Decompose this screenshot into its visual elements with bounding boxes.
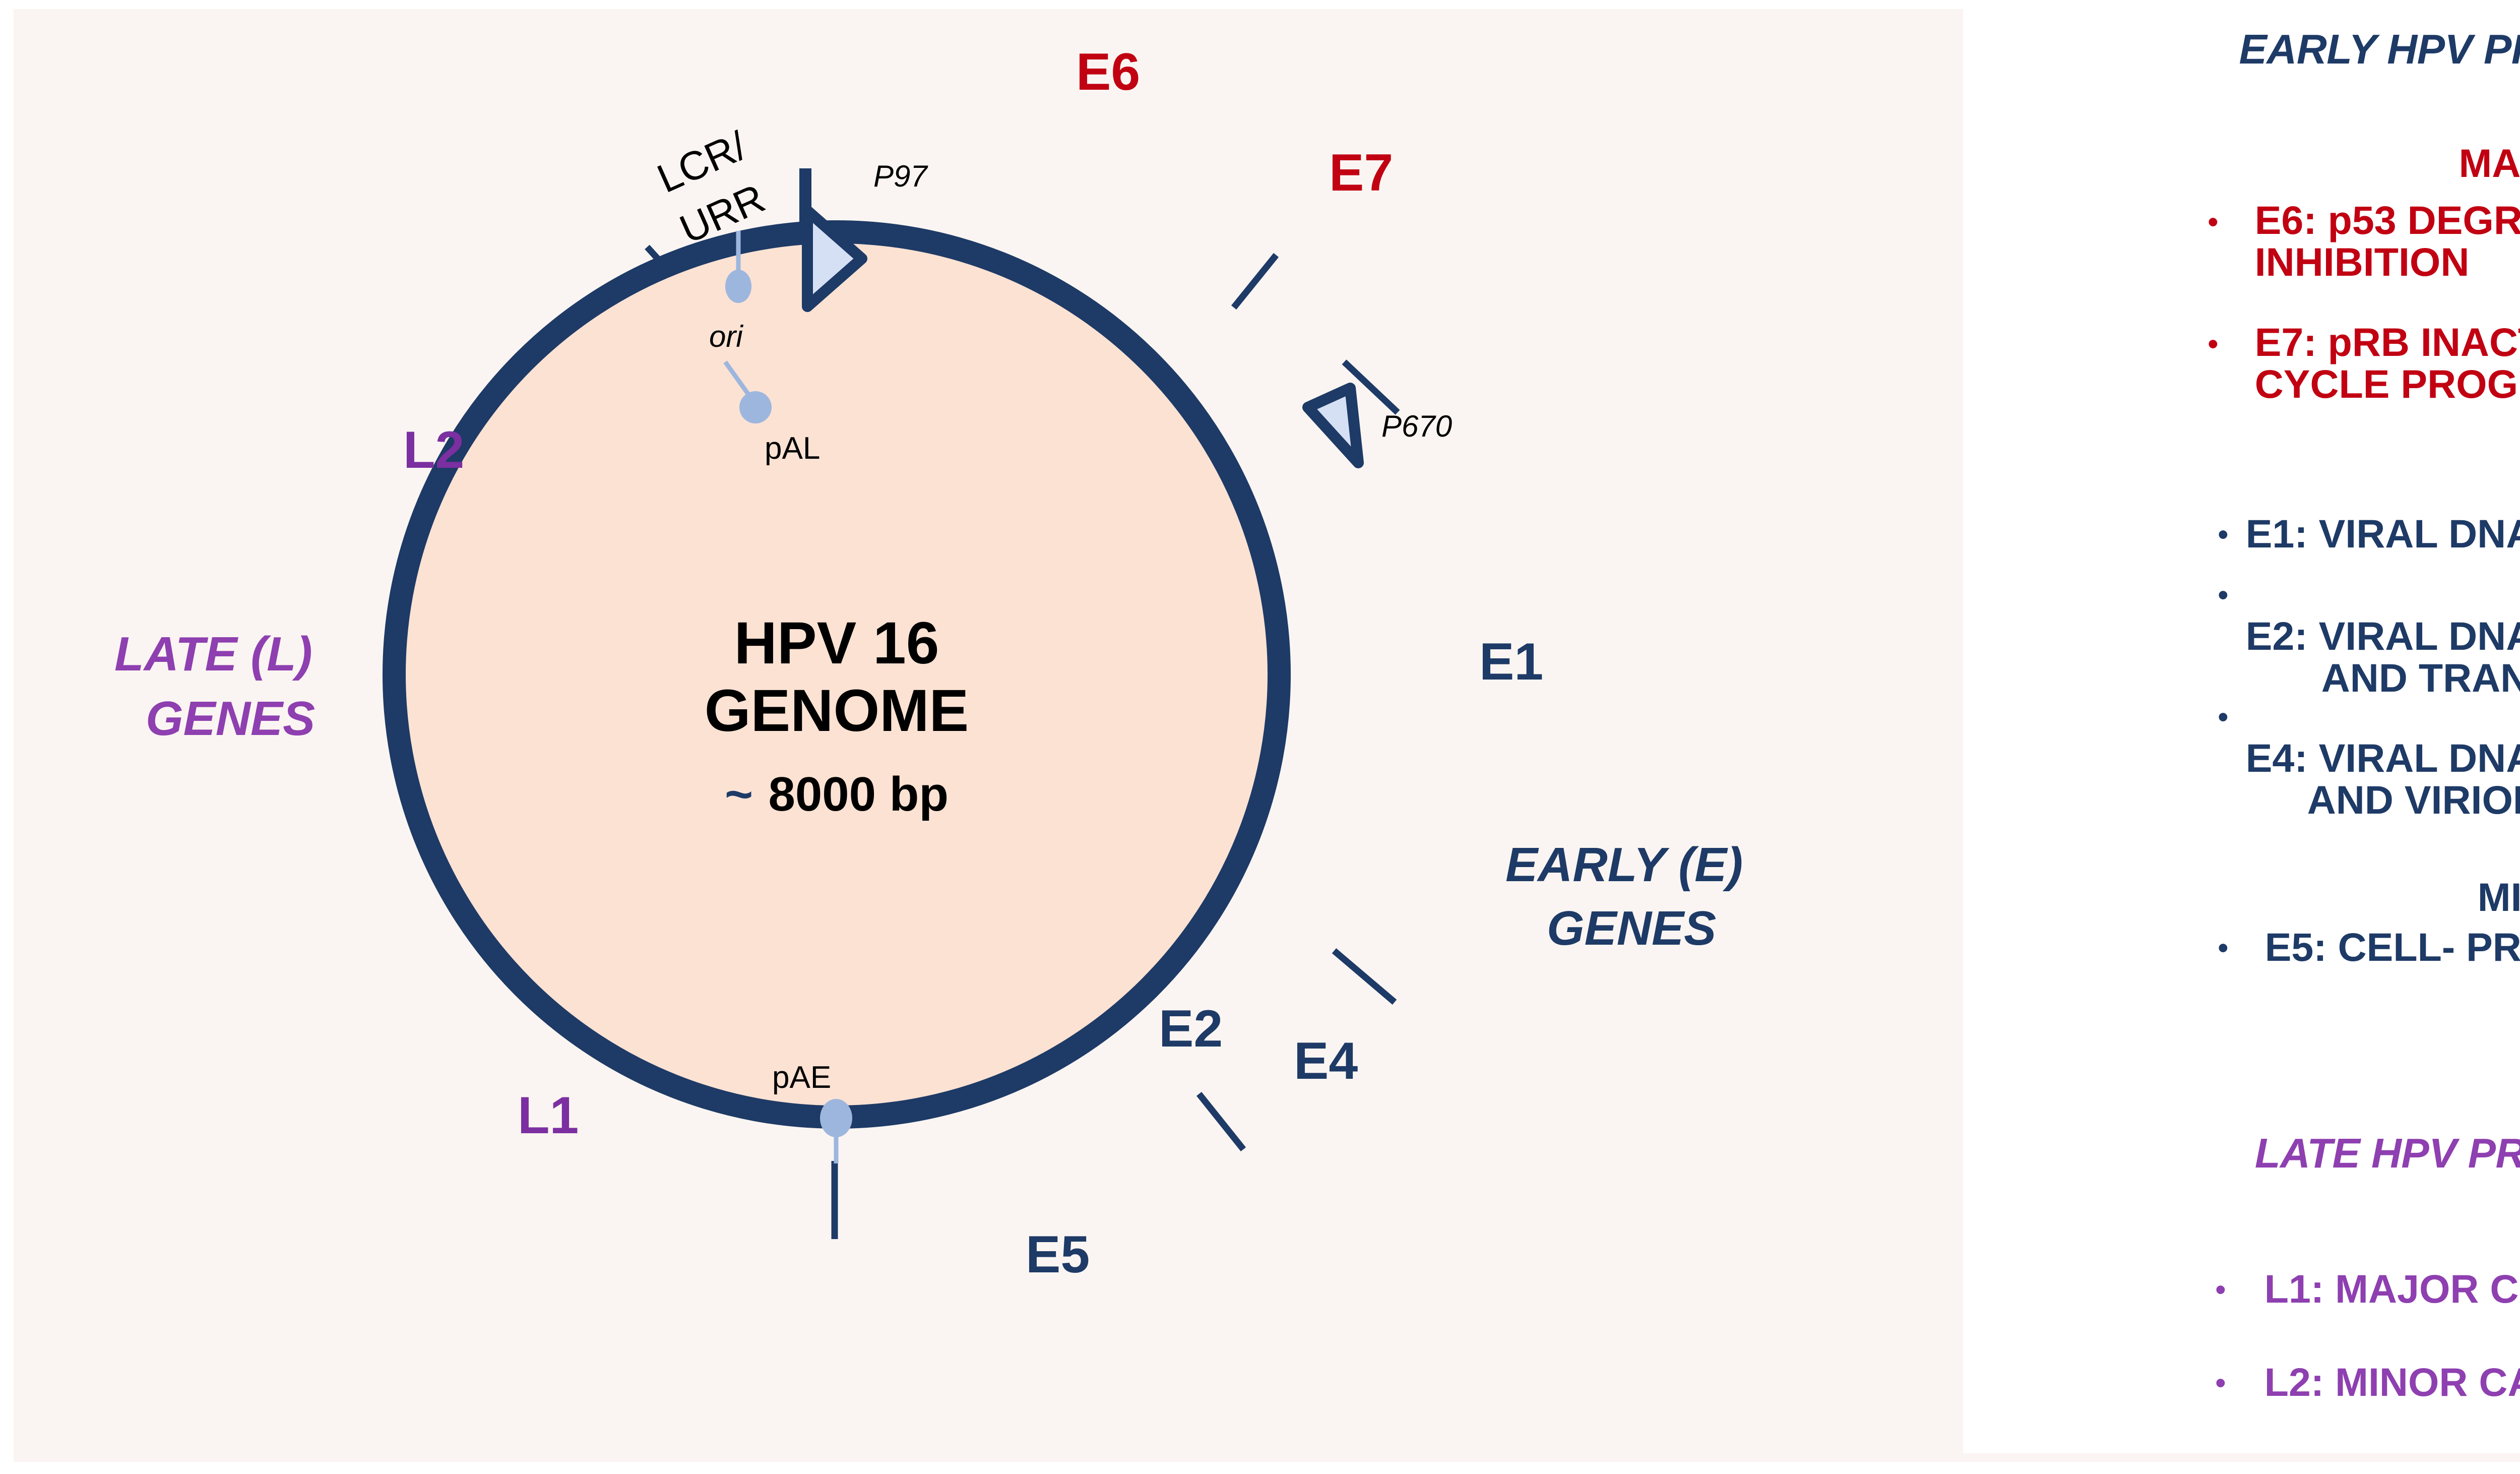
list-item-e2: • E2: VIRAL DNA REPLICATION AND TRANSCRI… xyxy=(2218,574,2520,741)
bullet-icon: • xyxy=(2215,1366,2226,1400)
p670-label: P670 xyxy=(1381,409,1452,443)
genome-title-line2: GENOME xyxy=(705,678,969,744)
bullet-icon: • xyxy=(2215,1272,2226,1307)
list-item-e1-text: E1: VIRAL DNA REPLICATION xyxy=(2245,511,2520,556)
p97-promoter-arrow xyxy=(799,168,867,312)
minor-oncoprotein-title: MINOR ONCOPROTEIN xyxy=(2477,875,2520,919)
hpv-genome-diagram: LCR/ URR P97 P670 ori pAL pAE E6 E7 E1 E… xyxy=(14,9,1963,1462)
genome-title-line1: HPV 16 xyxy=(734,610,939,677)
ori-marker xyxy=(725,231,751,303)
ori-label: ori xyxy=(709,320,743,353)
list-item-l2: • L2: MINOR CAPSID PROTEIN xyxy=(2215,1360,2520,1404)
early-proteins-heading: EARLY HPV PROTEINS AND THEIR FUNCTION xyxy=(2239,26,2520,73)
genome-size: ~ 8000 bp xyxy=(725,767,949,821)
tick-e7-e1 xyxy=(1342,359,1400,415)
genome-size-tilde: ~ xyxy=(725,767,753,821)
genome-size-value: 8000 bp xyxy=(769,767,949,821)
list-item-e6-text: E6: p53 DEGRADATION AND APOPTOSIS INHIBI… xyxy=(2254,198,2520,284)
list-item-e5-text: E5: CELL- PROLIFERATION xyxy=(2264,925,2520,969)
bullet-icon: • xyxy=(2218,931,2229,965)
gene-label-e7: E7 xyxy=(1329,144,1393,202)
pal-marker xyxy=(723,360,772,423)
gene-label-e5: E5 xyxy=(1026,1225,1090,1284)
list-item-e2-line1: E2: VIRAL DNA REPLICATION xyxy=(2245,613,2520,658)
major-oncoproteins-title: MAJOR ONCOPROTEINS xyxy=(2459,141,2520,186)
tick-e2-e4 xyxy=(1196,1091,1246,1152)
list-item-l1: • L1: MAJOR CAPSID PROTEIN xyxy=(2215,1268,2520,1310)
p97-label: P97 xyxy=(873,159,928,193)
tick-e1-e2 xyxy=(1332,948,1397,1005)
list-item-e7-text: E7: pRB INACTIVATION OF AND CELL CYCLE P… xyxy=(2254,320,2520,406)
list-item-e1: • E1: VIRAL DNA REPLICATION xyxy=(2218,513,2520,555)
bullet-icon: • xyxy=(2218,700,2229,734)
gene-label-l2: L2 xyxy=(403,421,464,479)
list-item-e7: • E7: pRB INACTIVATION OF AND CELL CYCLE… xyxy=(2208,320,2520,406)
gene-label-l1: L1 xyxy=(518,1086,579,1145)
list-item-e6: • E6: p53 DEGRADATION AND APOPTOSIS INHI… xyxy=(2208,198,2520,284)
list-item-e4: • E4: VIRAL DNA REPLICATION AND VIRION R… xyxy=(2218,696,2520,863)
bullet-icon: • xyxy=(2218,578,2229,612)
bullet-icon: • xyxy=(2208,205,2219,239)
protein-function-panel: EARLY HPV PROTEINS AND THEIR FUNCTION MA… xyxy=(1963,4,2520,1453)
gene-label-e2: E2 xyxy=(1159,1000,1223,1058)
bullet-icon: • xyxy=(2218,517,2229,552)
pae-label: pAE xyxy=(772,1060,831,1095)
gene-label-e6: E6 xyxy=(1076,43,1140,101)
list-item-e2-line2: AND TRANSCRIPTION CONTROL xyxy=(2321,655,2520,700)
p670-promoter-arrow xyxy=(1302,383,1364,468)
gene-label-e4: E4 xyxy=(1294,1032,1358,1090)
early-genes-line1: EARLY (E) xyxy=(1505,838,1743,892)
late-genes-line2: GENES xyxy=(146,692,315,746)
bullet-icon: • xyxy=(2208,327,2219,361)
list-item-e5: • E5: CELL- PROLIFERATION xyxy=(2218,925,2520,969)
list-item-l1-text: L1: MAJOR CAPSID PROTEIN xyxy=(2264,1266,2520,1311)
gene-label-e1: E1 xyxy=(1479,633,1543,691)
pae-marker xyxy=(820,1099,852,1163)
list-item-e4-line2: AND VIRION RELEASE xyxy=(2307,777,2520,822)
late-genes-line1: LATE (L) xyxy=(114,627,312,681)
pal-label: pAL xyxy=(765,431,820,466)
genome-map-svg: LCR/ URR P97 P670 ori pAL pAE E6 E7 E1 E… xyxy=(114,43,1743,1284)
list-item-e4-text: E4: VIRAL DNA REPLICATION AND VIRION REL… xyxy=(2246,696,2520,863)
list-item-e4-line1: E4: VIRAL DNA REPLICATION xyxy=(2245,735,2520,780)
list-item-e2-text: E2: VIRAL DNA REPLICATION AND TRANSCRIPT… xyxy=(2246,574,2520,741)
tick-e6-e7 xyxy=(1231,253,1279,310)
list-item-l2-text: L2: MINOR CAPSID PROTEIN xyxy=(2264,1360,2520,1404)
late-proteins-heading: LATE HPV PROTEINS AND THEIR FUNCTION xyxy=(2254,1130,2520,1177)
early-genes-line2: GENES xyxy=(1547,901,1716,955)
